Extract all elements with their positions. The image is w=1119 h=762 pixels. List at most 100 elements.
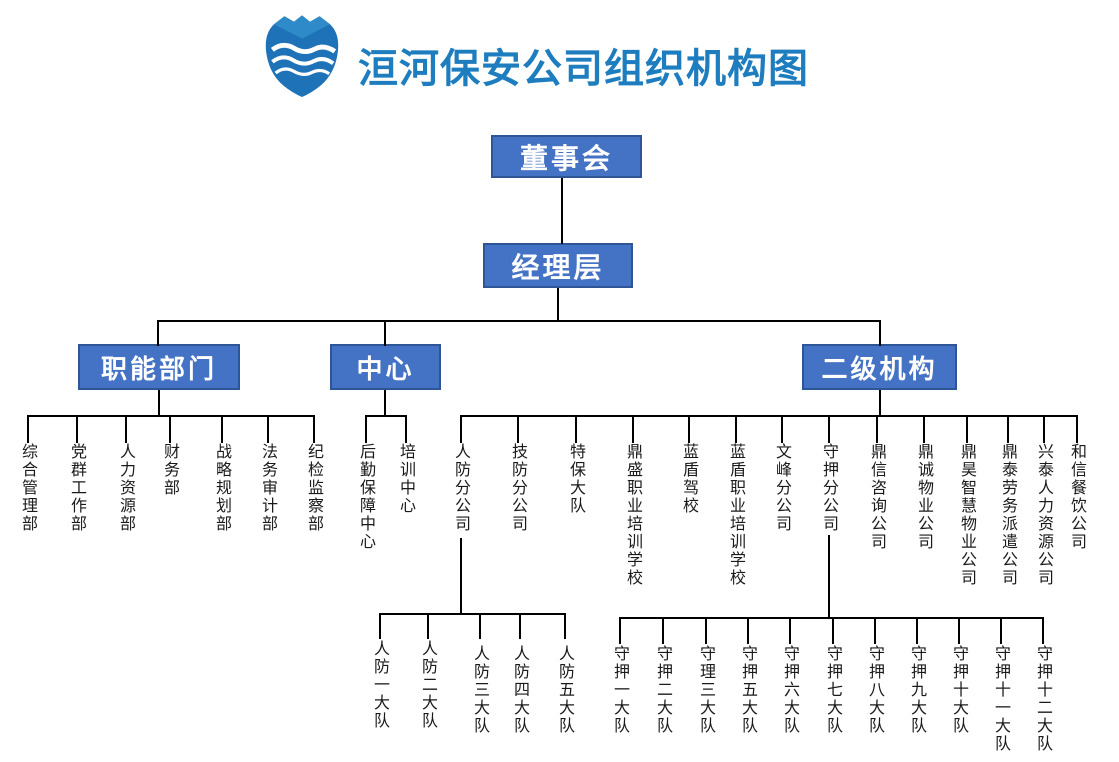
shield-logo-icon: [265, 15, 339, 97]
org-leaf: 守押十一大队: [992, 645, 1011, 753]
connector-line: [221, 415, 223, 443]
connector-line: [575, 415, 577, 443]
org-leaf: 守押二大队: [654, 645, 673, 735]
org-leaf: 鼎泰劳务派遣公司: [999, 443, 1018, 587]
org-leaf: 文峰分公司: [773, 443, 792, 533]
node-management: 经理层: [483, 243, 633, 288]
connector-line: [1042, 617, 1044, 644]
node-functional-departments: 职能部门: [78, 344, 240, 390]
connector-line: [27, 415, 315, 417]
org-leaf: 蓝盾驾校: [680, 443, 699, 515]
connector-line: [379, 613, 381, 639]
connector-line: [405, 415, 407, 443]
connector-line: [267, 415, 269, 443]
connector-line: [632, 415, 634, 443]
connector-line: [564, 613, 566, 639]
connector-line: [781, 415, 783, 443]
connector-line: [384, 390, 386, 417]
connector-line: [1076, 415, 1078, 443]
connector-line: [916, 617, 918, 644]
connector-line: [365, 415, 407, 417]
connector-line: [157, 320, 159, 346]
connector-line: [427, 613, 429, 639]
org-leaf: 守押九大队: [908, 645, 927, 735]
org-leaf: 纪检监察部: [305, 443, 324, 533]
node-board: 董事会: [491, 135, 642, 178]
org-leaf: 守押一大队: [611, 645, 630, 735]
node-secondary-institutions: 二级机构: [802, 344, 957, 390]
connector-line: [832, 617, 834, 644]
connector-line: [76, 415, 78, 443]
org-leaf: 人防四大队: [511, 645, 530, 735]
connector-line: [874, 617, 876, 644]
org-leaf: 守押八大队: [866, 645, 885, 735]
connector-line: [1007, 415, 1009, 443]
connector-line: [561, 178, 563, 244]
connector-line: [958, 617, 960, 644]
connector-line: [379, 613, 566, 615]
connector-line: [705, 617, 707, 644]
connector-line: [879, 390, 881, 417]
org-leaf: 技防分公司: [509, 443, 528, 533]
org-leaf: 党群工作部: [68, 443, 87, 533]
connector-line: [879, 320, 881, 346]
page-title: 洹河保安公司组织机构图: [358, 47, 809, 91]
org-leaf: 守理三大队: [697, 645, 716, 735]
org-leaf: 守押六大队: [781, 645, 800, 735]
connector-line: [157, 320, 881, 322]
org-leaf: 财务部: [161, 443, 180, 497]
connector-line: [789, 617, 791, 644]
org-leaf: 鼎诚物业公司: [915, 443, 934, 551]
node-centers: 中心: [330, 344, 441, 390]
org-leaf: 人防一大队: [371, 640, 390, 730]
connector-line: [735, 415, 737, 443]
connector-line: [619, 617, 621, 644]
connector-line: [169, 415, 171, 443]
connector-line: [365, 415, 367, 443]
connector-line: [519, 613, 521, 639]
connector-line: [923, 415, 925, 443]
connector-line: [688, 415, 690, 443]
connector-line: [619, 617, 1044, 619]
org-leaf: 鼎信咨询公司: [868, 443, 887, 551]
org-leaf: 综合管理部: [19, 443, 38, 533]
org-leaf: 人防二大队: [419, 640, 438, 730]
org-leaf: 鼎昊智慧物业公司: [958, 443, 977, 587]
org-leaf: 法务审计部: [259, 443, 278, 533]
connector-line: [876, 415, 878, 443]
org-leaf: 蓝盾职业培训学校: [727, 443, 746, 587]
connector-line: [460, 415, 462, 443]
connector-line: [384, 320, 386, 346]
org-leaf: 战略规划部: [213, 443, 232, 533]
org-leaf: 守押五大队: [739, 645, 758, 735]
org-leaf: 守押十二大队: [1034, 645, 1053, 753]
connector-line: [460, 415, 1078, 417]
org-leaf: 后勤保障中心: [357, 443, 376, 551]
org-leaf: 人力资源部: [117, 443, 136, 533]
connector-line: [460, 538, 462, 615]
connector-line: [479, 613, 481, 639]
org-leaf: 守押七大队: [824, 645, 843, 735]
connector-line: [125, 415, 127, 443]
connector-line: [517, 415, 519, 443]
org-leaf: 人防五大队: [556, 645, 575, 735]
org-leaf: 兴泰人力资源公司: [1035, 443, 1054, 587]
connector-line: [557, 288, 559, 322]
connector-line: [158, 390, 160, 417]
connector-line: [1043, 415, 1045, 443]
connector-line: [662, 617, 664, 644]
connector-line: [828, 415, 830, 443]
org-leaf: 鼎盛职业培训学校: [624, 443, 643, 587]
connector-line: [27, 415, 29, 443]
org-leaf: 人防分公司: [452, 443, 471, 533]
connector-line: [313, 415, 315, 443]
connector-line: [1000, 617, 1002, 644]
connector-line: [966, 415, 968, 443]
org-leaf: 守押分公司: [820, 443, 839, 533]
org-leaf: 人防三大队: [471, 645, 490, 735]
org-leaf: 守押十大队: [950, 645, 969, 735]
org-leaf: 特保大队: [567, 443, 586, 515]
connector-line: [747, 617, 749, 644]
connector-line: [828, 535, 830, 619]
